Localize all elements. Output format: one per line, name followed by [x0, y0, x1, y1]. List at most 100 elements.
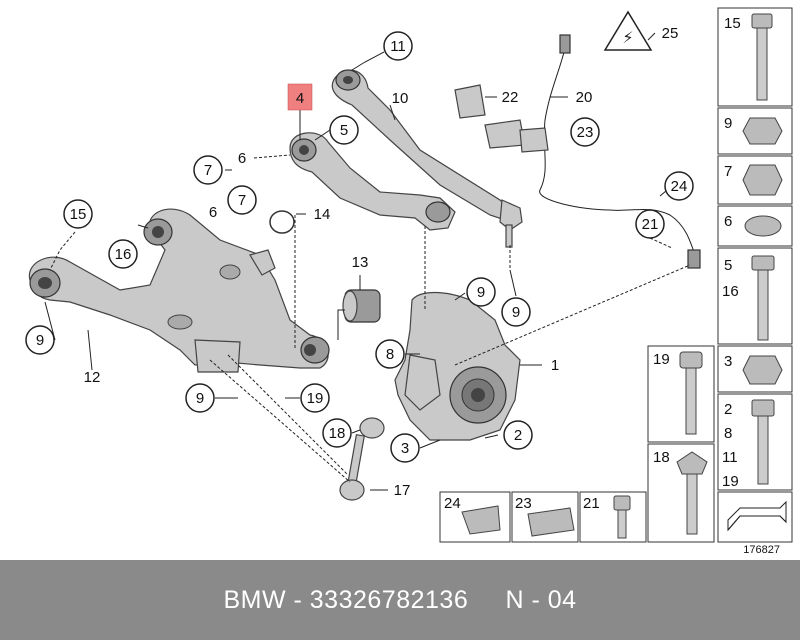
callout-13: 13 [352, 254, 369, 271]
callout-24: 24 [664, 171, 694, 201]
svg-text:7: 7 [238, 192, 246, 209]
part-number-caption: BMW - 33326782136 N - 04 [223, 585, 577, 614]
reference-number: 176827 [743, 544, 780, 556]
callout-6-a: 6 [238, 150, 246, 167]
upper-control-arm-10 [331, 69, 523, 248]
arrow-icon [727, 500, 787, 532]
svg-text:7: 7 [204, 162, 212, 179]
svg-text:8: 8 [386, 346, 394, 363]
ring-14 [269, 210, 295, 234]
wheel-carrier-1 [394, 291, 521, 441]
svg-text:14: 14 [314, 206, 331, 223]
bolt-icon-19 [679, 351, 703, 435]
callout-16: 16 [108, 239, 138, 269]
svg-text:22: 22 [502, 89, 519, 106]
svg-text:25: 25 [662, 25, 679, 42]
screw-icon-21 [613, 495, 631, 539]
callout-11: 11 [383, 31, 413, 61]
svg-text:13: 13 [352, 254, 369, 271]
side-panel: 15 9 7 6 5 16 3 2 8 11 19 [717, 7, 793, 543]
callout-20: 20 [576, 89, 593, 106]
svg-text:4: 4 [296, 90, 304, 107]
side-label-11: 11 [722, 449, 738, 466]
parts-diagram: ⚡ [25, 7, 793, 556]
callout-4-highlighted: 4 [287, 83, 313, 111]
svg-text:9: 9 [512, 304, 520, 321]
middle-panel: 19 18 [647, 345, 715, 543]
svg-text:9: 9 [196, 390, 204, 407]
svg-text:5: 5 [340, 122, 348, 139]
svg-text:18: 18 [329, 425, 346, 442]
svg-text:12: 12 [84, 369, 101, 386]
svg-text:⚡: ⚡ [622, 30, 633, 47]
diagram-svg: ⚡ [25, 7, 793, 556]
callout-7-a: 7 [193, 155, 223, 185]
bottom-panel: 24 23 21 [439, 491, 647, 543]
nut-icon [742, 117, 783, 145]
callout-25: 25 [662, 25, 679, 42]
clip-icon-23 [527, 507, 575, 537]
side-label-16: 16 [722, 283, 739, 300]
side-label-19: 19 [722, 473, 739, 490]
callout-10: 10 [392, 90, 409, 107]
side-label-9: 9 [724, 115, 732, 132]
callout-7-b: 7 [227, 185, 257, 215]
callout-18: 18 [322, 418, 352, 448]
callout-6-b: 6 [209, 204, 217, 221]
callout-1: 1 [551, 357, 559, 374]
mid-label-18: 18 [653, 449, 670, 466]
svg-text:6: 6 [238, 150, 246, 167]
callout-21: 21 [635, 209, 665, 239]
svg-text:21: 21 [642, 216, 659, 233]
mid-label-19: 19 [653, 351, 670, 368]
callout-9-d: 9 [501, 297, 531, 327]
bolt-icon [751, 13, 773, 101]
callout-22: 22 [502, 89, 519, 106]
callout-3: 3 [390, 433, 420, 463]
svg-text:11: 11 [390, 38, 406, 55]
side-label-7: 7 [724, 163, 732, 180]
lower-control-arm-12 [28, 208, 330, 373]
sensor-cable-20 [539, 34, 701, 269]
bottom-label-21: 21 [583, 495, 600, 512]
side-label-2: 2 [724, 401, 732, 418]
svg-text:9: 9 [477, 284, 485, 301]
clips-22-23 [454, 84, 549, 153]
bottom-label-23: 23 [515, 495, 532, 512]
callout-2: 2 [503, 420, 533, 450]
svg-text:16: 16 [115, 246, 132, 263]
side-label-3: 3 [724, 353, 732, 370]
callout-9-a: 9 [25, 325, 55, 355]
callout-9-b: 9 [185, 383, 215, 413]
long-bolt-icon [751, 255, 775, 341]
svg-text:10: 10 [392, 90, 409, 107]
callout-17: 17 [394, 482, 411, 499]
callout-5: 5 [329, 115, 359, 145]
warning-triangle-icon: ⚡ [603, 10, 653, 51]
svg-text:3: 3 [401, 440, 409, 457]
svg-text:23: 23 [577, 124, 594, 141]
washer-icon [744, 215, 782, 237]
flange-bolt-icon [751, 399, 775, 485]
svg-text:1: 1 [551, 357, 559, 374]
callout-15: 15 [63, 199, 93, 229]
callout-9-c: 9 [466, 277, 496, 307]
svg-text:15: 15 [70, 206, 87, 223]
side-label-5: 5 [724, 257, 732, 274]
callout-8: 8 [375, 339, 405, 369]
callout-14: 14 [298, 206, 330, 223]
callout-19: 19 [300, 383, 330, 413]
nut-icon-2 [742, 355, 783, 385]
svg-text:17: 17 [394, 482, 411, 499]
side-label-8: 8 [724, 425, 732, 442]
svg-text:19: 19 [307, 390, 324, 407]
footer-bar: BMW - 33326782136 N - 04 [0, 560, 800, 640]
svg-text:9: 9 [36, 332, 44, 349]
svg-text:2: 2 [514, 427, 522, 444]
bottom-label-24: 24 [444, 495, 461, 512]
flange-nut-icon [742, 164, 783, 196]
leader-lines [44, 32, 691, 491]
bolt-icon-18 [676, 451, 708, 535]
svg-text:20: 20 [576, 89, 593, 106]
callout-23: 23 [570, 117, 600, 147]
